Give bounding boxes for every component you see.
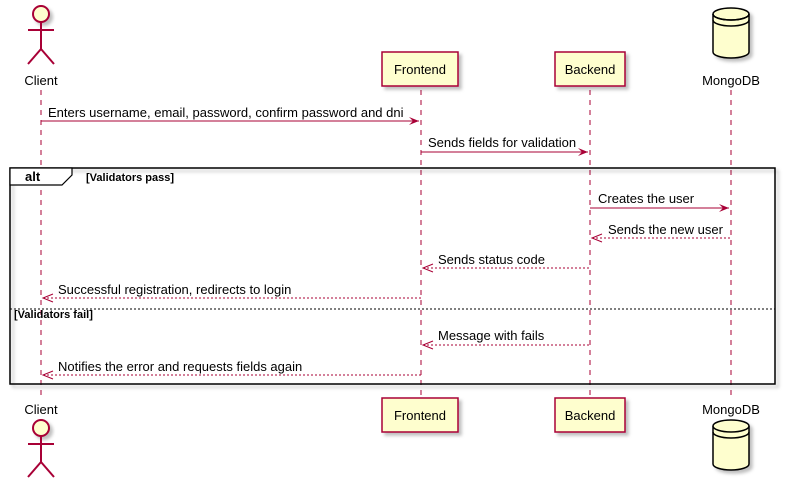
database-icon xyxy=(712,7,750,59)
actor-icon xyxy=(32,5,50,23)
alt-fragment-frame xyxy=(9,167,776,385)
message-label: Enters username, email, password, confir… xyxy=(48,105,404,120)
message-with-fails: Message with fails xyxy=(421,328,590,350)
message-notifies-error: Notifies the error and requests fields a… xyxy=(41,359,421,380)
message-label: Creates the user xyxy=(598,191,695,206)
participant-client-bottom-label: Client xyxy=(24,402,58,417)
message-label: Message with fails xyxy=(438,328,545,343)
alt-keyword: alt xyxy=(25,169,41,184)
message-label: Sends the new user xyxy=(608,222,724,237)
participant-backend-bottom-label: Backend xyxy=(565,408,616,423)
message-label: Notifies the error and requests fields a… xyxy=(58,359,302,374)
alt-condition-fail: [Validators fail] xyxy=(14,309,93,321)
participant-frontend-bottom-label: Frontend xyxy=(394,408,446,423)
message-label: Successful registration, redirects to lo… xyxy=(58,282,291,297)
alt-fragment: alt [Validators pass] [Validators fail] xyxy=(9,167,776,385)
participant-mongodb-bottom-label: MongoDB xyxy=(702,402,760,417)
participant-backend-top xyxy=(554,51,626,87)
participant-client-top-label: Client xyxy=(24,73,58,88)
message-sends-new-user: Sends the new user xyxy=(590,222,731,243)
message-creates-user: Creates the user xyxy=(590,191,729,212)
message-status-code: Sends status code xyxy=(421,252,590,273)
message-enters-credentials: Enters username, email, password, confir… xyxy=(41,105,419,125)
database-icon xyxy=(712,419,750,471)
message-successful-registration: Successful registration, redirects to lo… xyxy=(41,282,421,303)
alt-fragment-tab xyxy=(9,167,73,186)
message-label: Sends status code xyxy=(438,252,545,267)
participant-backend-top-label: Backend xyxy=(565,62,616,77)
actor-icon xyxy=(32,419,50,437)
participant-mongodb-top-label: MongoDB xyxy=(702,73,760,88)
participant-frontend-top xyxy=(381,51,459,87)
message-sends-fields: Sends fields for validation xyxy=(421,135,588,156)
alt-condition-pass: [Validators pass] xyxy=(86,172,174,184)
participant-backend-bottom xyxy=(554,397,626,433)
participant-frontend-top-label: Frontend xyxy=(394,62,446,77)
participant-client-top xyxy=(27,5,55,65)
message-label: Sends fields for validation xyxy=(428,135,576,150)
participant-frontend-bottom xyxy=(381,397,459,433)
participant-client-bottom xyxy=(27,419,55,478)
